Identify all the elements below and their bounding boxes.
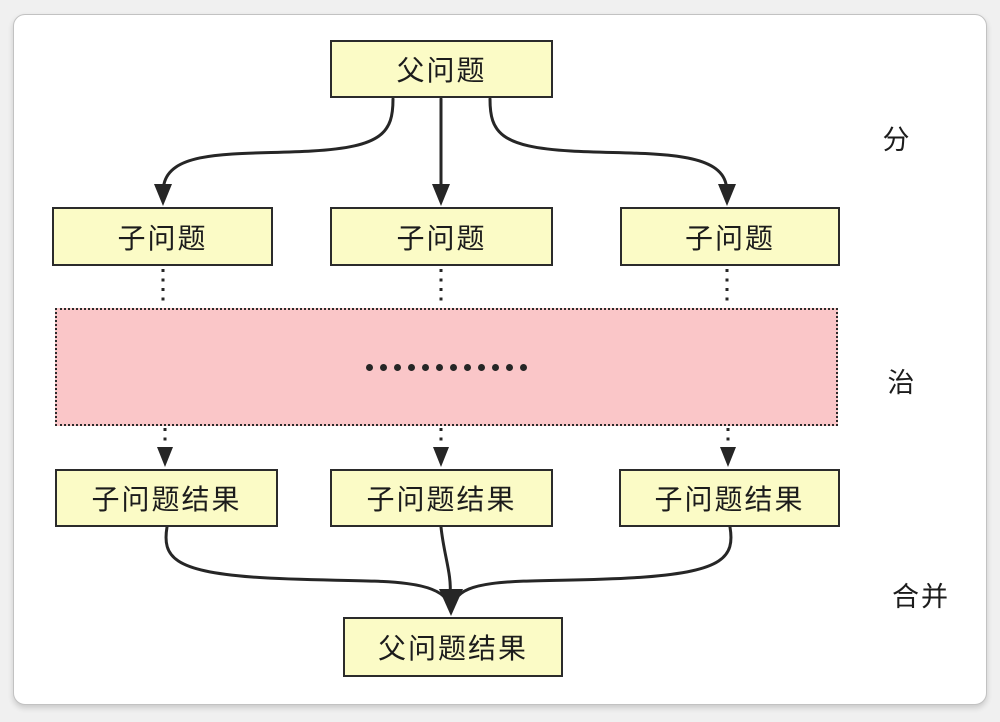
parent-problem-node: 父问题: [330, 40, 553, 98]
conquer-region: [55, 308, 838, 426]
sub-problem-node-1: 子问题: [52, 207, 273, 266]
sub-result-node-2: 子问题结果: [330, 469, 553, 527]
sub-result-label-1: 子问题结果: [91, 484, 242, 515]
divide-stage-label: 分: [882, 125, 912, 155]
ellipsis-dot: [478, 363, 485, 371]
ellipsis-dot: [366, 363, 373, 371]
sub-problem-node-2: 子问题: [330, 207, 553, 266]
sub-result-label-3: 子问题结果: [654, 484, 805, 515]
ellipsis-dot: [436, 363, 443, 371]
conquer-stage-label: 治: [887, 368, 917, 398]
ellipsis-dot: [492, 363, 499, 371]
final-result-node: 父问题结果: [343, 617, 563, 677]
sub-problem-label-3: 子问题: [684, 222, 775, 254]
sub-result-label-2: 子问题结果: [366, 484, 517, 515]
parent-problem-label: 父问题: [396, 55, 487, 86]
sub-problem-node-3: 子问题: [620, 207, 840, 266]
final-result-label: 父问题结果: [377, 633, 528, 664]
merge-stage-label: 合并: [892, 582, 950, 612]
ellipsis-dot: [380, 363, 387, 371]
ellipsis-dots: [366, 363, 527, 371]
ellipsis-dot: [408, 363, 415, 371]
ellipsis-dot: [520, 363, 527, 371]
ellipsis-dot: [422, 363, 429, 371]
ellipsis-dot: [464, 363, 471, 371]
ellipsis-dot: [506, 363, 513, 371]
sub-result-node-1: 子问题结果: [55, 469, 278, 527]
ellipsis-dot: [450, 363, 457, 371]
ellipsis-dot: [394, 363, 401, 371]
sub-problem-label-1: 子问题: [117, 222, 208, 254]
sub-result-node-3: 子问题结果: [619, 469, 840, 527]
sub-problem-label-2: 子问题: [396, 222, 487, 254]
